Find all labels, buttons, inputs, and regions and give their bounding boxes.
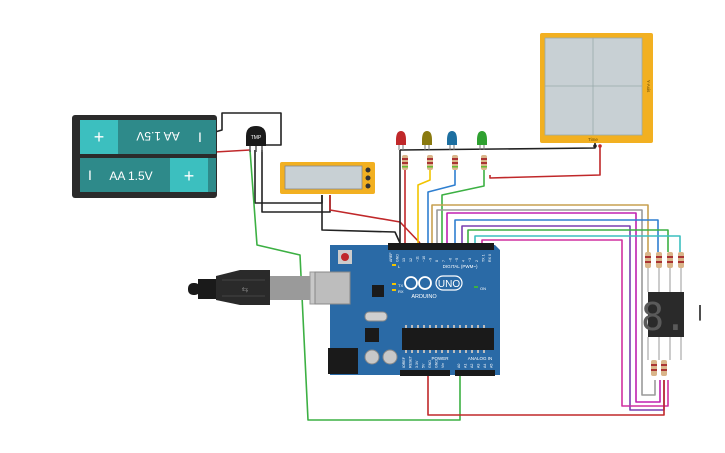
segment-digit: 8. <box>641 295 687 339</box>
led-array <box>396 131 487 170</box>
pin-label: GND <box>435 360 439 368</box>
tx-label: TX <box>398 283 403 288</box>
pin-label: 4 <box>462 260 466 262</box>
wire-graph-signal[interactable] <box>489 145 601 179</box>
led-resistors[interactable] <box>402 155 487 170</box>
wire-seg-a[interactable] <box>431 204 649 252</box>
battery-bottom-label: AA 1.5V <box>109 169 152 183</box>
segment-resistors-top[interactable] <box>645 252 684 268</box>
wire-seg-b[interactable] <box>436 209 656 396</box>
pin-label: TX 1 <box>481 254 485 262</box>
wire-seg-c[interactable] <box>446 212 661 403</box>
pin-label: 2 <box>475 260 479 262</box>
pin-label: GND <box>428 360 432 368</box>
pin-label: 5V <box>422 363 426 368</box>
reset-button[interactable] <box>341 253 349 261</box>
wire-seg-f[interactable] <box>467 229 669 252</box>
wire-sensor-analog[interactable] <box>249 149 461 421</box>
plot-bottom-label: Time <box>588 137 598 142</box>
battery-top-minus: I <box>198 129 202 145</box>
arduino-brand: ARDUINO <box>411 294 437 300</box>
temperature-sensor[interactable]: TMP <box>246 126 266 152</box>
l-label: L <box>398 264 401 269</box>
sensor-label: TMP <box>251 135 262 141</box>
wire-bottom-loop[interactable] <box>427 375 665 416</box>
wire-battery-red[interactable] <box>214 149 251 153</box>
pin-label: RX 0 <box>488 254 492 262</box>
pin-label: RESET <box>409 355 413 368</box>
wire-led-green[interactable] <box>441 170 485 244</box>
wire-lcd-gnd[interactable] <box>321 195 401 244</box>
pin-label: 3.3V <box>415 360 419 368</box>
pin-label: Vin <box>441 363 445 368</box>
wire-lcd-5v[interactable] <box>329 195 421 244</box>
pin-label: ~9 <box>429 258 433 262</box>
led-olive[interactable] <box>422 131 432 150</box>
pin-label: AREF <box>389 252 393 262</box>
wire-seg-dp[interactable] <box>481 239 669 407</box>
pin-label: IOREF <box>402 356 406 368</box>
pin-label: A3 <box>477 364 481 368</box>
pin-label: 7 <box>442 260 446 262</box>
arduino-logo-icon <box>404 276 432 290</box>
pin-label: ~11 <box>415 256 419 262</box>
pin-label: ~6 <box>448 258 452 262</box>
wire-battery-black[interactable] <box>214 112 282 146</box>
pin-label: ~3 <box>468 258 472 262</box>
pin-label: 13 <box>402 258 406 262</box>
wire-led-olive[interactable] <box>417 170 431 244</box>
led-green[interactable] <box>477 131 487 150</box>
analog-header-label: ANALOG IN <box>468 356 493 361</box>
analog-pin-header[interactable] <box>455 370 495 376</box>
pin-label: A5 <box>490 364 494 368</box>
wire-seg-g[interactable] <box>474 235 681 252</box>
battery-top-label: AA 1.5V <box>136 129 179 143</box>
pin-label: 12 <box>409 258 413 262</box>
pin-label: 8 <box>435 260 439 262</box>
pin-label: A4 <box>483 364 487 368</box>
wires <box>214 112 701 421</box>
pin-label: ~10 <box>422 256 426 262</box>
rx-label: RX <box>398 289 404 294</box>
usb-cable[interactable]: ⇆ <box>188 270 336 305</box>
pin-label: GND <box>396 254 400 262</box>
power-header-label: POWER <box>431 356 449 361</box>
arduino-model: UNO <box>438 279 460 290</box>
battery-pack[interactable]: + AA 1.5V I I AA 1.5V + <box>72 115 217 198</box>
pin-label: A2 <box>470 364 474 368</box>
pin-label: ~5 <box>455 258 459 262</box>
pin-label: A1 <box>464 364 468 368</box>
battery-top-plus: + <box>94 127 105 147</box>
pin-label: A0 <box>457 364 461 368</box>
power-jack[interactable] <box>328 348 358 374</box>
led-blue[interactable] <box>447 131 457 150</box>
arduino-uno-board[interactable]: ARDUINO UNO TX RX ON L DIGITAL (PWM~) PO… <box>314 243 500 376</box>
on-label: ON <box>480 286 486 291</box>
seven-segment-display[interactable]: 8. <box>641 252 687 376</box>
digital-pin-header[interactable] <box>388 243 494 250</box>
digital-header-label: DIGITAL (PWM~) <box>443 264 478 269</box>
battery-bottom-plus: + <box>184 166 195 186</box>
battery-bottom-minus: I <box>88 167 92 183</box>
power-pin-header[interactable] <box>400 370 450 376</box>
wire-led-blue[interactable] <box>427 170 456 244</box>
plot-side-label: Y-Axis <box>646 80 651 93</box>
wire-ground-bus[interactable] <box>399 142 596 151</box>
lcd-display[interactable] <box>280 162 375 194</box>
serial-plotter[interactable]: Y-Axis Time <box>540 33 653 148</box>
segment-resistors-bottom[interactable] <box>651 360 667 376</box>
led-red[interactable] <box>396 131 406 150</box>
usb-icon: ⇆ <box>242 285 249 294</box>
